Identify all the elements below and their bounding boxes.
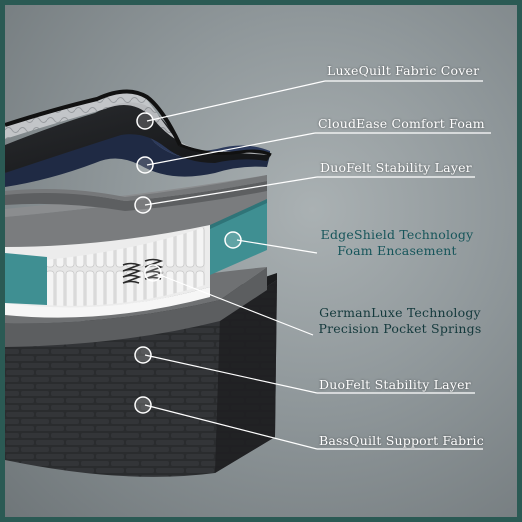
callout-germanluxe-label: GermanLuxe Technology Precision Pocket S…: [315, 305, 485, 337]
callout-luxequilt-label: LuxeQuilt Fabric Cover: [327, 63, 480, 78]
callout-bassquilt-label: BassQuilt Support Fabric: [319, 433, 484, 448]
callout-markers: [134, 112, 242, 414]
callout-edgeshield-line1: EdgeShield Technology: [320, 227, 474, 242]
mattress-layers-illustration: [5, 80, 491, 477]
callout-lines: [144, 80, 491, 450]
callout-cloudease-label: CloudEase Comfort Foam: [318, 116, 485, 131]
upper-felt-layer: [5, 175, 267, 211]
callout-duofelt-top-label: DuoFelt Stability Layer: [320, 160, 472, 175]
callout-germanluxe-line2: Precision Pocket Springs: [318, 321, 482, 336]
fabric-cover-layer: [5, 89, 272, 173]
callout-germanluxe-line1: GermanLuxe Technology: [319, 305, 481, 320]
callout-edgeshield-label: EdgeShield Technology Foam Encasement: [317, 227, 477, 259]
callout-duofelt-bottom-label: DuoFelt Stability Layer: [319, 377, 471, 392]
callout-edgeshield-line2: Foam Encasement: [337, 243, 457, 258]
